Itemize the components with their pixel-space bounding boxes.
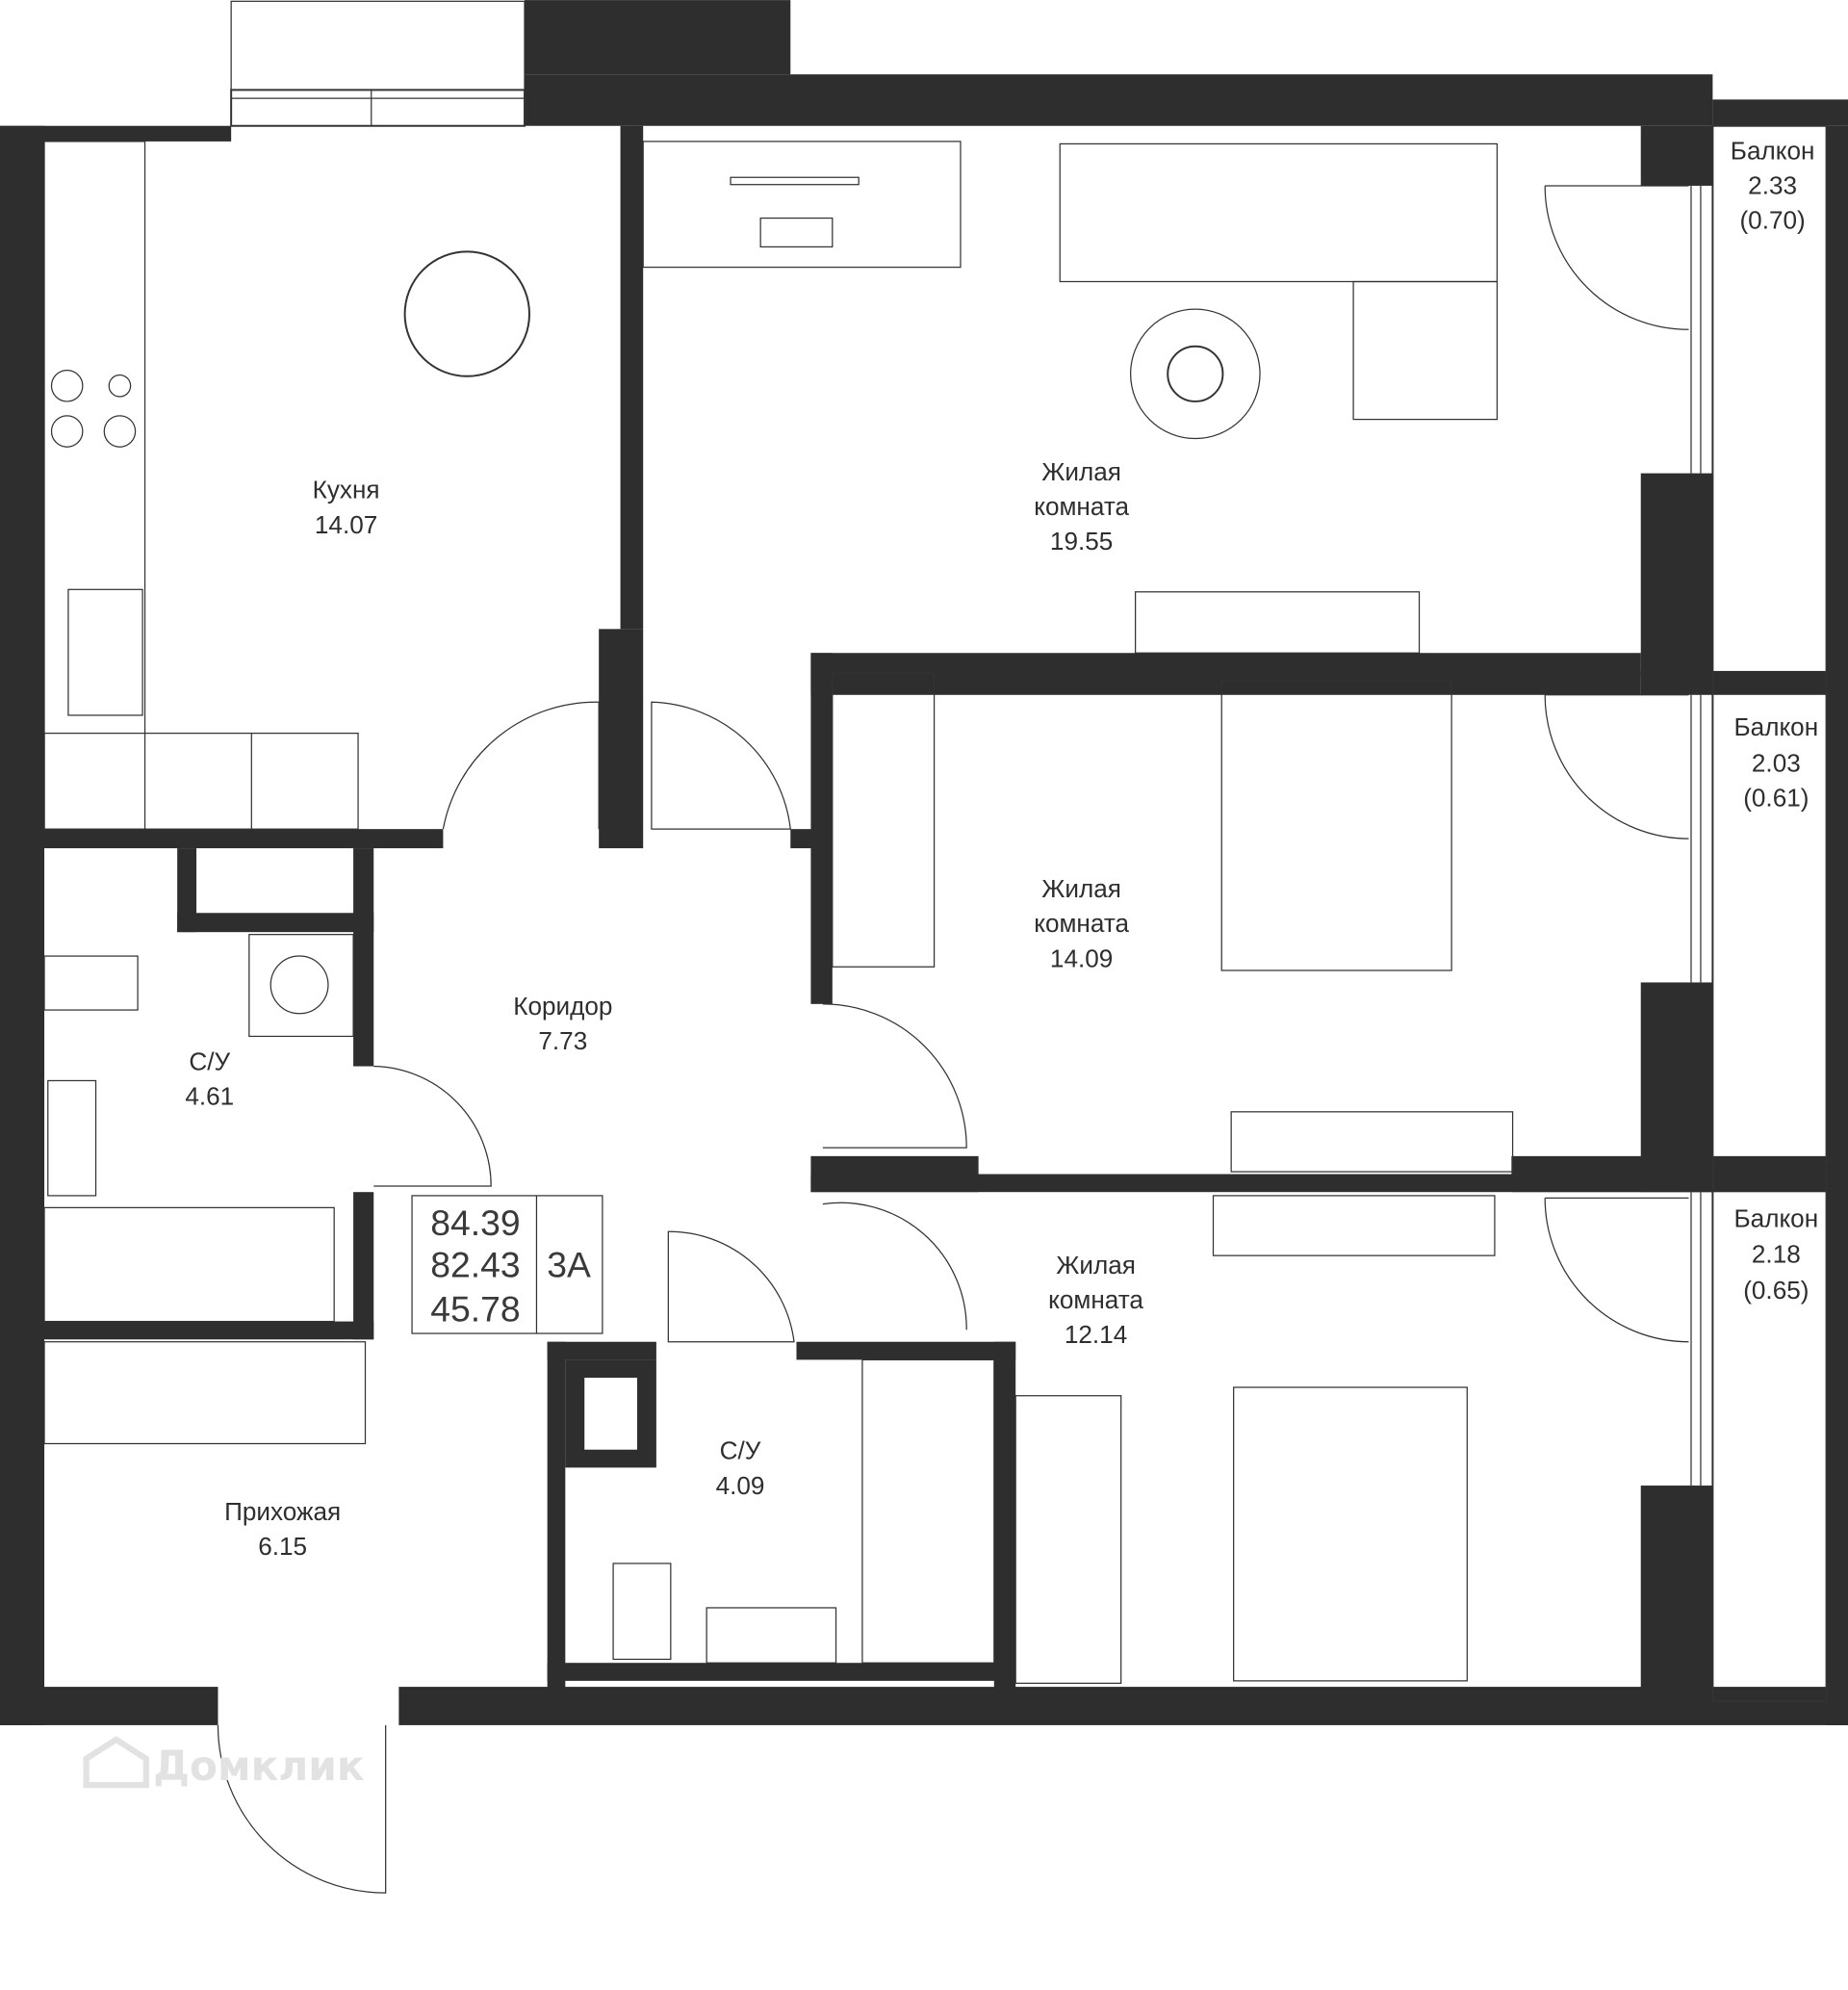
bathroom-2-area: 4.09 — [716, 1471, 765, 1500]
balcony-2-area: 2.03 — [1752, 748, 1801, 777]
area-without-balconies: 82.43 — [430, 1245, 520, 1285]
balcony-2-name: Балкон — [1734, 712, 1819, 741]
total-area: 84.39 — [430, 1202, 520, 1243]
watermark-house-icon — [83, 1736, 149, 1789]
watermark: Домклик — [153, 1743, 365, 1790]
living-main-name2: комната — [1034, 492, 1129, 521]
bedroom-2-name: Жилая — [1056, 1251, 1136, 1279]
apartment-type: 3А — [547, 1245, 591, 1285]
living-main-name: Жилая — [1041, 457, 1121, 486]
balcony-3-reduced: (0.65) — [1743, 1276, 1809, 1305]
room-labels: Кухня 14.07 Жилая комната 19.55 Балкон 2… — [185, 137, 1818, 1562]
living-main-area: 19.55 — [1050, 527, 1113, 556]
bedroom-2-name2: комната — [1048, 1285, 1143, 1314]
bedroom-2-area: 12.14 — [1065, 1320, 1127, 1349]
bedroom-1-name: Жилая — [1041, 874, 1121, 903]
balcony-1-reduced: (0.70) — [1739, 206, 1805, 235]
dining-table — [403, 250, 530, 377]
bedroom-1-area: 14.09 — [1050, 943, 1113, 972]
windows — [230, 89, 1828, 1703]
bathroom-1-area: 4.61 — [185, 1081, 234, 1110]
doors — [217, 185, 1689, 1894]
balcony-2-reduced: (0.61) — [1743, 784, 1809, 813]
corridor-area: 7.73 — [538, 1026, 587, 1055]
balcony-3-name: Балкон — [1734, 1203, 1819, 1232]
balcony-1-area: 2.33 — [1748, 171, 1797, 200]
living-area: 45.78 — [430, 1289, 520, 1330]
bedroom-1-name2: комната — [1034, 909, 1129, 938]
summary-box: 84.39 82.43 45.78 3А — [411, 1195, 603, 1334]
bathroom-2-name: С/У — [720, 1436, 761, 1465]
hallway-area: 6.15 — [258, 1532, 307, 1561]
kitchen-area: 14.07 — [315, 510, 377, 539]
furniture — [43, 141, 1514, 1684]
balcony-1-name: Балкон — [1731, 137, 1815, 166]
balcony-3-area: 2.18 — [1752, 1240, 1801, 1269]
corridor-name: Коридор — [513, 992, 612, 1021]
walls — [0, 0, 1848, 1725]
bathroom-1-name: С/У — [189, 1047, 230, 1075]
hallway-name: Прихожая — [224, 1497, 341, 1526]
kitchen-name: Кухня — [313, 476, 380, 504]
